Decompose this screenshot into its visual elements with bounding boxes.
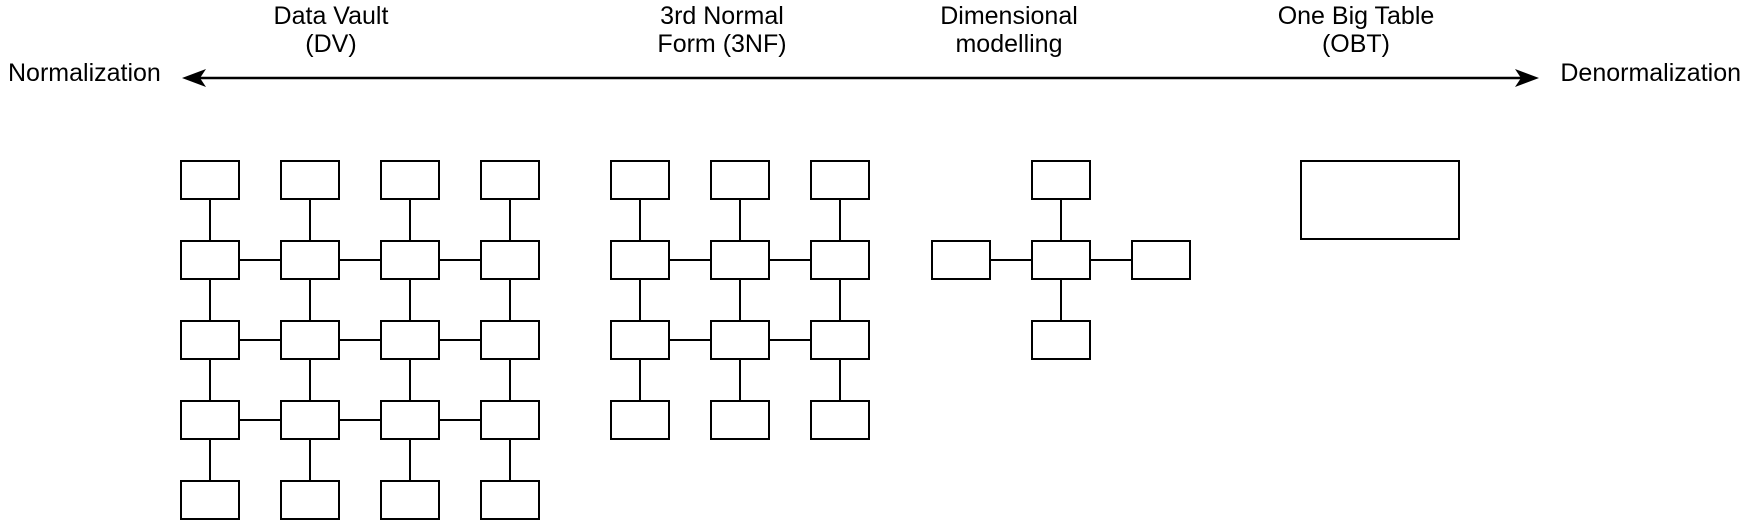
connector-line xyxy=(670,259,710,261)
normalization-label: Normalization xyxy=(8,59,161,87)
connector-line xyxy=(639,200,641,240)
entity-box xyxy=(180,480,240,520)
connector-line xyxy=(440,419,480,421)
connector-line xyxy=(440,339,480,341)
dimensional-modelling-label-line: modelling xyxy=(955,30,1063,58)
connector-line xyxy=(839,280,841,320)
connector-line xyxy=(1091,259,1131,261)
connector-line xyxy=(991,259,1031,261)
connector-line xyxy=(639,360,641,400)
entity-box xyxy=(180,160,240,200)
entity-box xyxy=(1300,160,1460,240)
entity-box xyxy=(480,160,540,200)
entity-box xyxy=(810,400,870,440)
entity-box xyxy=(480,400,540,440)
third-normal-form-label-line: 3rd Normal xyxy=(660,2,784,30)
connector-line xyxy=(1060,200,1062,240)
entity-box xyxy=(480,480,540,520)
entity-box xyxy=(1031,240,1091,280)
connector-line xyxy=(739,360,741,400)
entity-box xyxy=(380,480,440,520)
entity-box xyxy=(180,400,240,440)
dimensional-modelling-label-line: Dimensional xyxy=(940,2,1078,30)
entity-box xyxy=(280,400,340,440)
connector-line xyxy=(209,200,211,240)
entity-box xyxy=(480,320,540,360)
connector-line xyxy=(1060,280,1062,320)
connector-line xyxy=(240,419,280,421)
connector-line xyxy=(409,440,411,480)
one-big-table-label: One Big Table(OBT) xyxy=(1278,2,1435,58)
connector-line xyxy=(309,360,311,400)
third-normal-form-label-line: Form (3NF) xyxy=(657,30,787,58)
entity-box xyxy=(610,320,670,360)
connector-line xyxy=(639,280,641,320)
connector-line xyxy=(440,259,480,261)
connector-line xyxy=(209,280,211,320)
one-big-table-label-line: One Big Table xyxy=(1277,2,1435,30)
connector-line xyxy=(739,280,741,320)
entity-box xyxy=(610,160,670,200)
connector-line xyxy=(839,200,841,240)
connector-line xyxy=(309,280,311,320)
entity-box xyxy=(710,160,770,200)
arrowhead-left xyxy=(182,69,206,87)
entity-box xyxy=(710,400,770,440)
connector-line xyxy=(739,200,741,240)
entity-box xyxy=(931,240,991,280)
data-vault-label: Data Vault(DV) xyxy=(274,2,389,58)
entity-box xyxy=(1031,160,1091,200)
entity-box xyxy=(380,400,440,440)
connector-line xyxy=(409,280,411,320)
connector-line xyxy=(770,339,810,341)
entity-box xyxy=(710,320,770,360)
connector-line xyxy=(209,440,211,480)
entity-box xyxy=(1131,240,1191,280)
entity-box xyxy=(280,240,340,280)
denormalization-label: Denormalization xyxy=(1560,59,1741,87)
connector-line xyxy=(340,339,380,341)
connector-line xyxy=(240,339,280,341)
connector-line xyxy=(409,200,411,240)
entity-box xyxy=(380,240,440,280)
connector-line xyxy=(509,360,511,400)
data-vault-label-line: (DV) xyxy=(305,30,357,58)
connector-line xyxy=(509,440,511,480)
connector-line xyxy=(240,259,280,261)
entity-box xyxy=(610,240,670,280)
entity-box xyxy=(480,240,540,280)
connector-line xyxy=(770,259,810,261)
entity-box xyxy=(180,240,240,280)
entity-box xyxy=(810,240,870,280)
connector-line xyxy=(509,280,511,320)
entity-box xyxy=(280,320,340,360)
connector-line xyxy=(670,339,710,341)
entity-box xyxy=(1031,320,1091,360)
entity-box xyxy=(710,240,770,280)
entity-box xyxy=(380,160,440,200)
entity-box xyxy=(180,320,240,360)
arrowhead-right xyxy=(1515,69,1539,87)
connector-line xyxy=(839,360,841,400)
connector-line xyxy=(209,360,211,400)
one-big-table-label-line: (OBT) xyxy=(1321,30,1391,58)
entity-box xyxy=(280,480,340,520)
connector-line xyxy=(309,440,311,480)
connector-line xyxy=(340,259,380,261)
entity-box xyxy=(810,160,870,200)
entity-box xyxy=(610,400,670,440)
connector-line xyxy=(509,200,511,240)
connector-line xyxy=(309,200,311,240)
entity-box xyxy=(810,320,870,360)
entity-box xyxy=(380,320,440,360)
connector-line xyxy=(340,419,380,421)
entity-box xyxy=(280,160,340,200)
connector-line xyxy=(409,360,411,400)
data-vault-label-line: Data Vault xyxy=(273,2,389,30)
